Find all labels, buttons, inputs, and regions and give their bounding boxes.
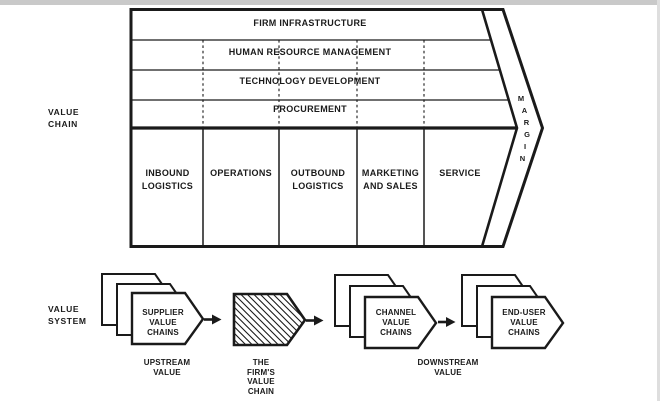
primary-activity-service: SERVICE (439, 168, 481, 178)
support-activity-human-resource-management: HUMAN RESOURCE MANAGEMENT (228, 47, 392, 57)
scan-strip-right (657, 0, 660, 401)
support-activity-procurement: PROCUREMENT (273, 104, 347, 114)
primary-activity-marketing-and-sales: MARKETING AND SALES (361, 168, 420, 191)
downstream-value-caption: DOWNSTREAM VALUE (417, 358, 479, 377)
margin-letter: A (522, 106, 528, 115)
firm-value-chain-shape (232, 292, 307, 347)
flow-arrow (306, 315, 324, 326)
primary-activity-outbound-logistics: OUTBOUND LOGISTICS (290, 168, 346, 191)
scan-strip-top (0, 0, 660, 5)
supplier-value-chains-label: SUPPLIER VALUE CHAINS (142, 308, 184, 337)
primary-activity-inbound-logistics: INBOUND LOGISTICS (141, 168, 194, 191)
margin-letter: M (518, 94, 524, 103)
channel-stack (334, 274, 438, 350)
primary-activity-operations: OPERATIONS (210, 168, 272, 178)
end-user-stack (461, 274, 565, 350)
value-chain-side-label: VALUE CHAIN (48, 107, 80, 129)
channel-value-chains-label: CHANNEL VALUE CHAINS (375, 308, 417, 337)
channel-value-chain-shape (363, 295, 438, 350)
flow-arrow (438, 317, 456, 327)
margin-letter: R (524, 118, 530, 127)
margin-letter: N (520, 154, 525, 163)
supplier-stack (101, 273, 205, 346)
firms-value-chain-caption: THE FIRM'S VALUE CHAIN (247, 358, 275, 396)
margin-letter: I (524, 142, 526, 151)
support-activity-technology-development: TECHNOLOGY DEVELOPMENT (239, 76, 381, 86)
value-system-side-label: VALUE SYSTEM (48, 304, 87, 326)
end-user-value-chain-shape (490, 295, 565, 350)
margin-letter: G (524, 130, 530, 139)
upstream-value-caption: UPSTREAM VALUE (143, 358, 191, 377)
supplier-value-chain-shape (130, 291, 205, 346)
flow-arrow (204, 314, 222, 325)
support-activity-firm-infrastructure: FIRM INFRASTRUCTURE (253, 18, 367, 28)
end-user-value-chains-label: END-USER VALUE CHAINS (502, 308, 546, 337)
